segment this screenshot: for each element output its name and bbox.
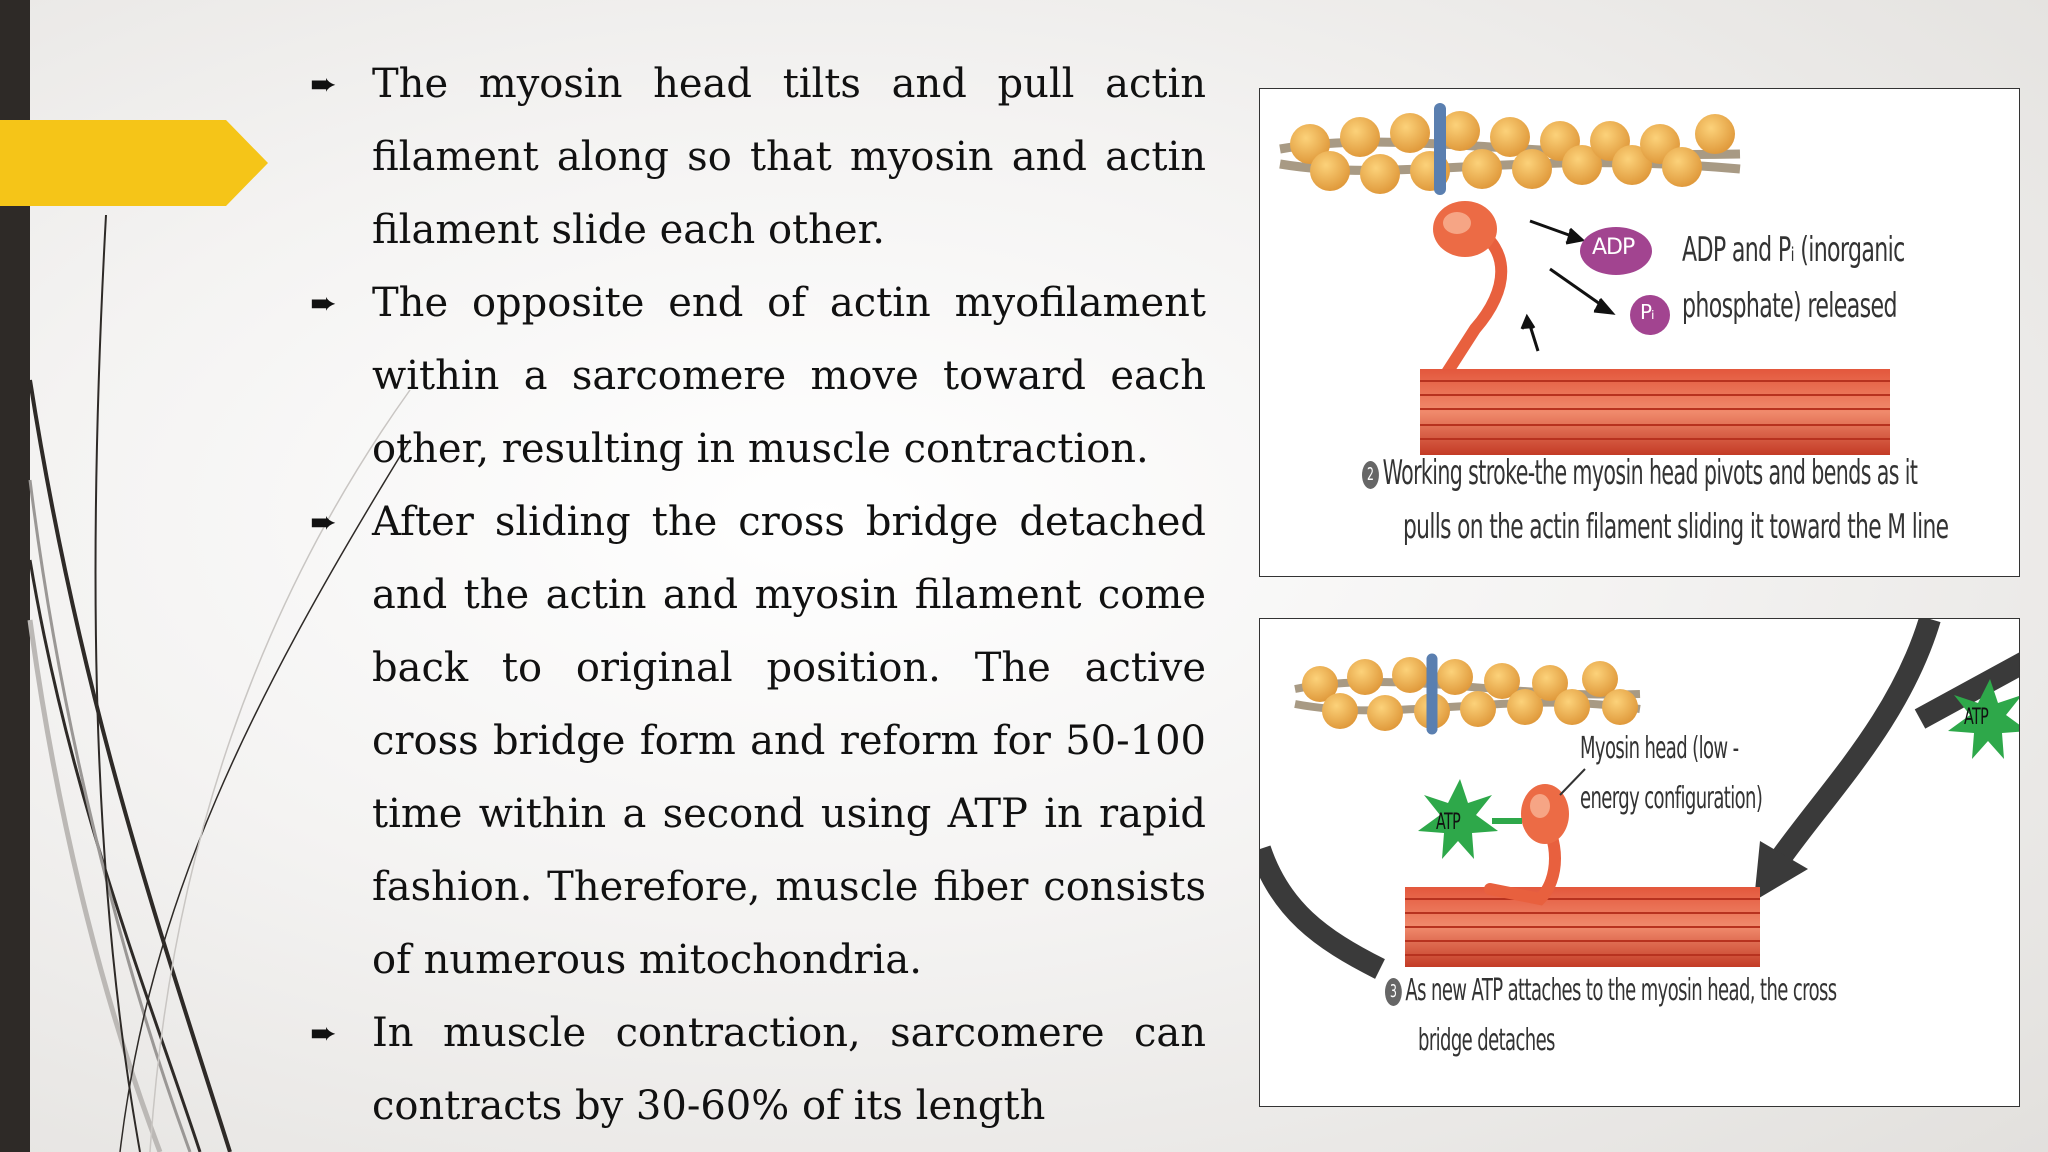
step-3-badge: 3 — [1385, 977, 1402, 1006]
atp-star-right — [1948, 679, 2019, 759]
bullet-text: After sliding the cross bridge detached … — [372, 499, 1206, 983]
phosphate-molecule — [1630, 295, 1670, 335]
bullet-text: The opposite end of actin myofilament wi… — [372, 280, 1206, 472]
step-3-caption-line2: bridge detaches — [1418, 1023, 1555, 1058]
actin-beads — [1290, 111, 1735, 194]
arrow-right-icon: ➨ — [310, 503, 337, 541]
atp-left-label: ATP — [1436, 810, 1461, 835]
bullet-item: ➨ In muscle contraction, sarcomere can co… — [310, 997, 1206, 1143]
atp-right-label: ATP — [1964, 705, 1989, 730]
yellow-pentagon-tab — [0, 120, 268, 206]
bullet-text: The myosin head tilts and pull actin fil… — [372, 61, 1206, 253]
atp-detach-figure: ATP ATP Myosin head (low - energy config… — [1259, 618, 2020, 1107]
released-text-line2: phosphate) released — [1682, 286, 1897, 326]
pi-label: Pᵢ — [1640, 300, 1655, 324]
myosin-head-label-line1: Myosin head (low - — [1580, 731, 1739, 766]
bullet-item: ➨ After sliding the cross bridge detached… — [310, 486, 1206, 997]
working-stroke-illustration — [1279, 103, 1890, 455]
working-stroke-figure: ADP Pᵢ ADP and Pᵢ (inorganic phosphate) … — [1259, 88, 2020, 577]
bullet-item: ➨ The opposite end of actin myofilament … — [310, 267, 1206, 486]
arrow-right-icon: ➨ — [310, 1014, 337, 1052]
step-2-caption-line2: pulls on the actin filament sliding it t… — [1403, 507, 1949, 547]
atp-star-left — [1418, 779, 1522, 859]
bullet-text: In muscle contraction, sarcomere can con… — [372, 1010, 1206, 1129]
arrow-right-icon: ➨ — [310, 65, 337, 103]
adp-label: ADP — [1592, 235, 1635, 260]
adp-molecule — [1580, 227, 1652, 275]
step-2-badge: 2 — [1362, 460, 1379, 489]
actin-beads — [1302, 657, 1638, 731]
bullet-item: ➨ The myosin head tilts and pull actin fi… — [310, 48, 1206, 267]
released-text-line1: ADP and Pᵢ (inorganic — [1682, 230, 1905, 270]
bullet-list: ➨ The myosin head tilts and pull actin fi… — [310, 48, 1206, 1143]
atp-detach-illustration — [1260, 619, 2019, 979]
release-arrows — [1520, 219, 1616, 352]
arrow-right-icon: ➨ — [310, 284, 337, 322]
decorative-swooshes — [27, 214, 411, 1152]
myosin-head-label-line2: energy configuration) — [1580, 781, 1763, 816]
